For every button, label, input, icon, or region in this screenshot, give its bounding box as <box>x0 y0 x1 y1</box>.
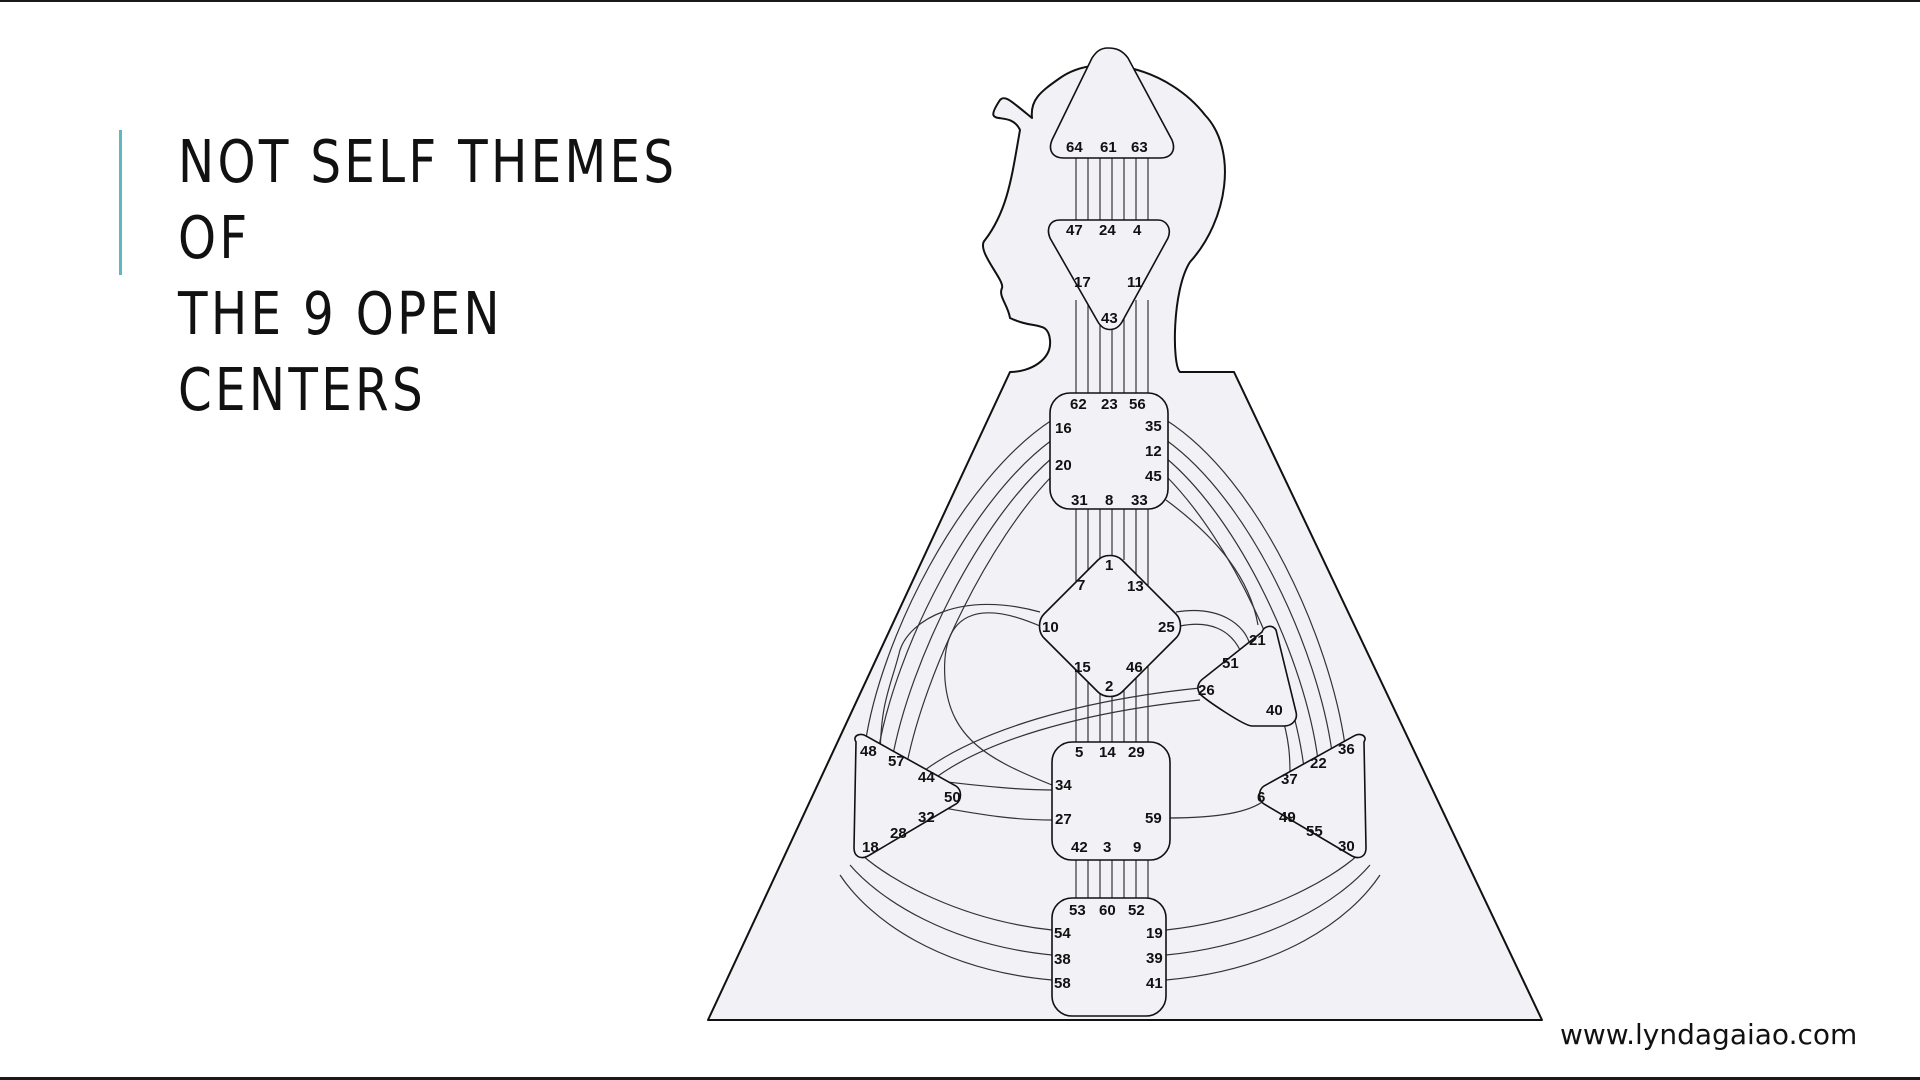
gate-38: 38 <box>1054 951 1071 968</box>
sacral-center <box>1051 741 1171 861</box>
title-line-2: THE 9 OPEN CENTERS <box>178 279 503 424</box>
gate-34: 34 <box>1055 777 1072 794</box>
gate-8: 8 <box>1105 492 1113 509</box>
spleen-center <box>853 733 962 859</box>
gate-35: 35 <box>1145 418 1162 435</box>
gate-31: 31 <box>1071 492 1088 509</box>
gate-58: 58 <box>1054 975 1071 992</box>
gate-3: 3 <box>1103 839 1111 856</box>
gate-4: 4 <box>1133 222 1142 239</box>
title-line-1: NOT SELF THEMES OF <box>178 127 678 272</box>
gate-54: 54 <box>1054 925 1071 942</box>
gate-63: 63 <box>1131 139 1148 156</box>
gate-17: 17 <box>1074 274 1091 291</box>
gate-42: 42 <box>1071 839 1088 856</box>
gate-43: 43 <box>1101 310 1118 327</box>
gate-12: 12 <box>1145 443 1162 460</box>
gate-20: 20 <box>1055 457 1072 474</box>
gate-15: 15 <box>1074 659 1091 676</box>
heart-center <box>1197 625 1298 727</box>
gate-41: 41 <box>1146 975 1163 992</box>
gate-29: 29 <box>1128 744 1145 761</box>
gate-27: 27 <box>1055 811 1072 828</box>
gate-33: 33 <box>1131 492 1148 509</box>
gate-11: 11 <box>1127 274 1143 291</box>
gate-2: 2 <box>1105 678 1113 695</box>
gate-44: 44 <box>918 769 935 786</box>
gate-25: 25 <box>1158 619 1175 636</box>
gate-48: 48 <box>860 743 877 760</box>
bottom-border <box>0 1077 1920 1080</box>
gate-13: 13 <box>1127 578 1144 595</box>
ajna-center <box>1047 219 1171 331</box>
gate-64: 64 <box>1066 139 1083 156</box>
gate-61: 61 <box>1100 139 1117 156</box>
gate-24: 24 <box>1099 222 1116 239</box>
slide-title: NOT SELF THEMES OF THE 9 OPEN CENTERS <box>178 124 768 428</box>
gate-21: 21 <box>1249 632 1266 649</box>
body-silhouette <box>707 64 1543 1021</box>
gate-53: 53 <box>1069 902 1086 919</box>
gate-47: 47 <box>1066 222 1083 239</box>
gate-23: 23 <box>1101 396 1118 413</box>
gate-57: 57 <box>888 753 905 770</box>
g-center <box>1038 554 1182 698</box>
gate-37: 37 <box>1281 771 1298 788</box>
gate-32: 32 <box>918 809 935 826</box>
top-border <box>0 0 1920 2</box>
gate-46: 46 <box>1126 659 1143 676</box>
gate-52: 52 <box>1128 902 1145 919</box>
gate-6: 6 <box>1257 789 1265 806</box>
gate-60: 60 <box>1099 902 1116 919</box>
solar-plexus-center <box>1258 733 1367 859</box>
channels-curved <box>839 419 1381 981</box>
gate-51: 51 <box>1222 655 1239 672</box>
gate-45: 45 <box>1145 468 1162 485</box>
throat-center <box>1049 392 1169 510</box>
head-center <box>1049 47 1175 159</box>
gate-16: 16 <box>1055 420 1072 437</box>
website-url: www.lyndagaiao.com <box>1560 1018 1858 1051</box>
gate-18: 18 <box>862 839 879 856</box>
gate-28: 28 <box>890 825 907 842</box>
gate-26: 26 <box>1198 682 1215 699</box>
gate-62: 62 <box>1070 396 1087 413</box>
gate-50: 50 <box>944 789 961 806</box>
gate-59: 59 <box>1145 810 1162 827</box>
gate-1: 1 <box>1105 557 1113 574</box>
gate-9: 9 <box>1133 839 1141 856</box>
gate-10: 10 <box>1042 619 1059 636</box>
gate-30: 30 <box>1338 838 1355 855</box>
gate-19: 19 <box>1146 925 1163 942</box>
gate-55: 55 <box>1306 823 1323 840</box>
gate-5: 5 <box>1075 744 1083 761</box>
gate-14: 14 <box>1099 744 1116 761</box>
gate-40: 40 <box>1266 702 1283 719</box>
gate-36: 36 <box>1338 741 1355 758</box>
gate-49: 49 <box>1279 809 1296 826</box>
gate-22: 22 <box>1310 755 1327 772</box>
root-center <box>1051 897 1167 1017</box>
gate-39: 39 <box>1146 950 1163 967</box>
gate-7: 7 <box>1077 577 1085 594</box>
title-accent-bar <box>119 130 122 275</box>
gate-56: 56 <box>1129 396 1146 413</box>
